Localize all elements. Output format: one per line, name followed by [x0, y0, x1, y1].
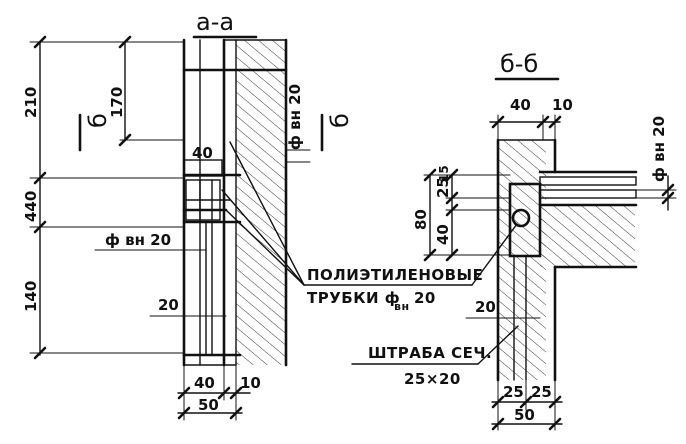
dim-210: 210 — [22, 87, 40, 118]
pipe-circle — [511, 208, 531, 228]
dim-b-15: 15 — [437, 165, 451, 182]
note-groove-line1: ШТРАБА СЕЧ. — [368, 344, 492, 362]
section-a-title: а-а — [196, 8, 234, 36]
dim-a-40: 40 — [192, 144, 213, 162]
dim-b-top-40: 40 — [510, 96, 531, 114]
dim-b-bottom-25b: 25 — [531, 383, 552, 401]
section-b-drawing: б-б 40 10 80 — [412, 50, 677, 431]
dim-b-40: 40 — [434, 224, 452, 245]
dim-b-phi-vertical: ф вн 20 — [650, 116, 668, 182]
wall-b-vertical-hatched — [498, 140, 546, 380]
tube-block-top — [183, 159, 223, 177]
cut-mark-right: б — [326, 113, 354, 128]
note-tubes-sub: вн — [394, 300, 410, 313]
dim-a-bottom-40: 40 — [194, 374, 215, 392]
note-tubes-val: 20 — [414, 289, 436, 307]
dim-b-top-10: 10 — [552, 96, 573, 114]
note-groove-line2: 25×20 — [404, 370, 461, 388]
dim-b-bottom-25a: 25 — [503, 383, 524, 401]
section-b-title: б-б — [500, 50, 538, 78]
note-tubes-line1: ПОЛИЭТИЛЕНОВЫЕ — [307, 266, 483, 284]
dim-a-bottom-50: 50 — [198, 396, 219, 414]
dim-a-20: 20 — [158, 296, 179, 314]
slab-b-hatched — [540, 205, 635, 267]
dim-b-bottom-50: 50 — [514, 406, 535, 424]
dim-a-bottom-10: 10 — [240, 374, 261, 392]
dim-b-80: 80 — [412, 209, 430, 230]
notes: ПОЛИЭТИЛЕНОВЫЕ ТРУБКИ ф вн 20 ШТРАБА СЕЧ… — [221, 141, 519, 388]
cut-mark-left: б — [84, 113, 112, 128]
dim-140: 140 — [22, 281, 40, 312]
dim-b-25: 25 — [434, 177, 452, 198]
junction-box — [508, 182, 542, 258]
dim-a-phi-vertical: ф вн 20 — [286, 84, 304, 150]
section-a-drawing: а-а 210 4 — [22, 8, 354, 421]
dim-440: 440 — [22, 191, 40, 222]
note-tubes-line2: ТРУБКИ ф — [307, 289, 400, 307]
dim-b-20: 20 — [475, 298, 496, 316]
dim-a-phi: ф вн 20 — [105, 231, 171, 249]
dim-170: 170 — [108, 87, 126, 118]
